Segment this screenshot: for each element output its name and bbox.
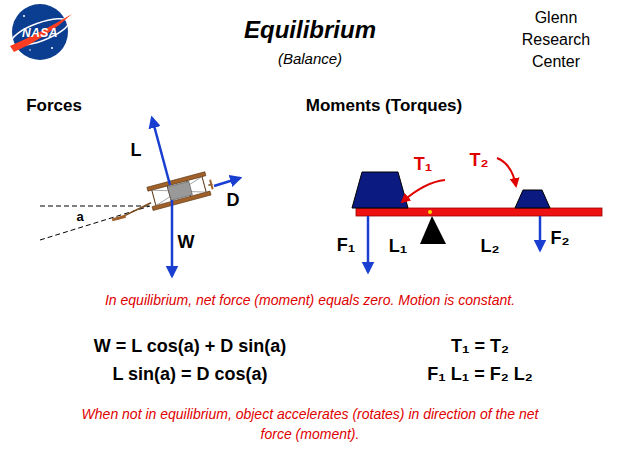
airplane [106,171,215,222]
title: Equilibrium [244,16,376,44]
torque-label: T₂ [470,150,489,171]
angle-label: a [76,209,83,224]
force-label: D [227,190,240,211]
note-text: In equilibrium, net force (moment) equal… [105,292,515,308]
torque-label: T₁ [414,154,432,175]
beam [356,208,602,216]
weight-arrow [171,200,174,276]
section-heading: Forces [26,96,82,116]
logo-text: NASA [22,26,58,40]
fulcrum [420,216,446,244]
subtitle: (Balance) [278,50,342,67]
length-label: L₁ [389,236,407,257]
force-arrow [539,216,542,250]
equation: W = L cos(a) + D sin(a) [94,336,287,357]
force-label: W [178,232,195,253]
torque-arrow [497,158,516,186]
force-label: F₁ [337,235,355,256]
pivot-dot [428,210,432,214]
note-text: When not in equilibrium, object accelera… [75,404,545,444]
nasa-logo [9,4,72,60]
torque-arrow [402,180,445,202]
equation: F₁ L₁ = F₂ L₂ [427,364,532,385]
right-weight [515,190,550,208]
equation: T₁ = T₂ [451,336,509,357]
drag-arrow [214,178,240,186]
lift-arrow [152,118,170,185]
section-heading: Moments (Torques) [306,96,462,116]
organization: Glenn Research Center [510,7,602,73]
force-label: L [131,140,142,161]
length-label: L₂ [481,236,500,257]
equation: L sin(a) = D cos(a) [112,364,267,385]
force-arrow [367,216,370,272]
left-weight [352,172,408,208]
reference-line [40,206,150,207]
force-label: F₂ [551,228,570,249]
